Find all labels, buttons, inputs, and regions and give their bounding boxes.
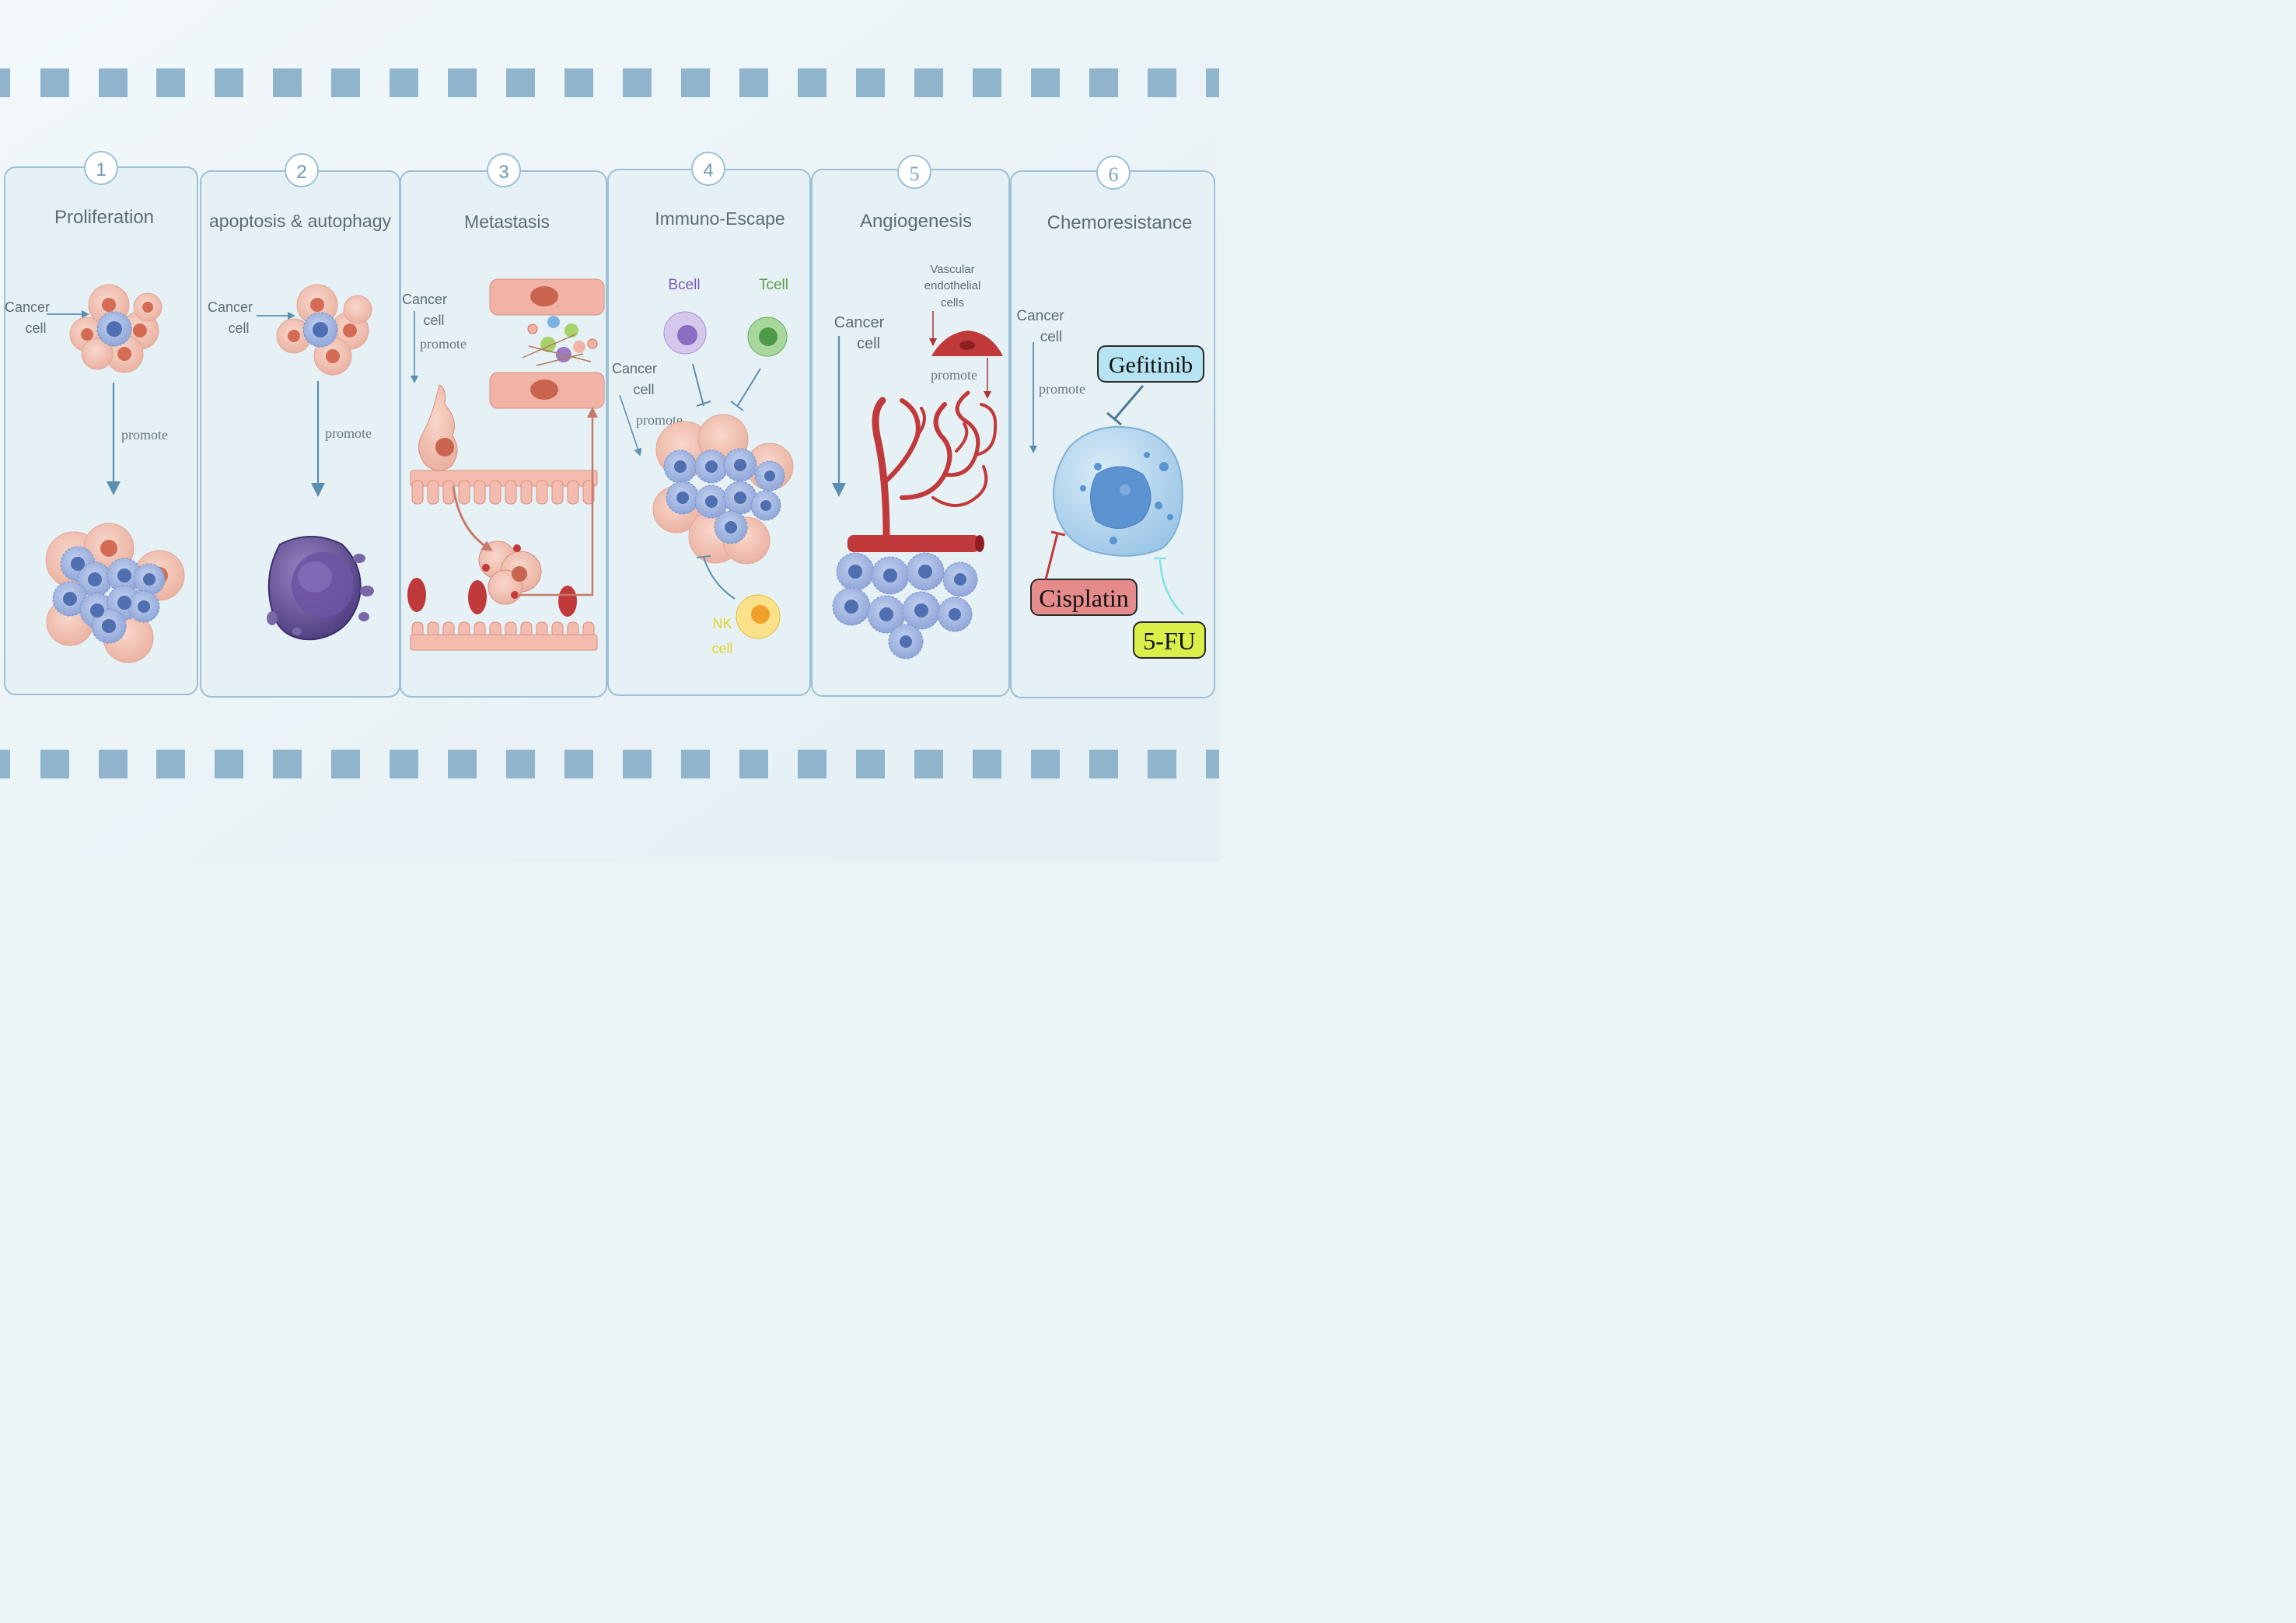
vascular-label: Vascular [930,263,974,276]
bcell-label: Bcell [668,277,700,293]
panel-number: 2 [296,162,306,183]
cisplatin-label: Cisplatin [1039,584,1129,612]
panel-chemoresistance: 6 Chemoresistance Cancer cell promote Ge… [1010,156,1215,698]
panel-number: 4 [703,160,713,181]
panel-number-badge [84,151,118,185]
main-blood-vessel [847,535,980,552]
red-blood-cell [468,580,487,614]
cancer-cell-label: Cancer [1016,308,1064,324]
red-blood-cell [558,586,577,617]
panel-number: 1 [96,159,106,180]
cancer-cell-label: cell [1040,329,1063,345]
panel-proliferation: 1 Proliferation Cancer cell promote [4,151,198,695]
tumor-cluster [832,552,978,659]
inhibit-line [730,368,761,411]
red-blood-cell [407,578,426,612]
promote-label: promote [420,336,467,352]
diagram-canvas: 1 Proliferation Cancer cell promote [0,0,1219,862]
endothelial-cell [931,331,1003,356]
tissue-layer [410,470,598,505]
panel-title: Immuno-Escape [655,208,785,229]
panel-number-badge [487,153,521,187]
panel-number-badge [1096,156,1131,190]
vessel-network [872,390,998,540]
tissue-layer [410,621,598,651]
nk-cell [736,594,781,639]
fu-box: 5-FU [1133,621,1206,659]
cancer-cell-label: cell [857,335,880,352]
cancer-cell-label: Cancer [5,299,50,315]
tumor-cluster [652,414,794,565]
small-cancer-cluster [69,284,163,373]
cancer-cell-label: Cancer [208,299,253,315]
metastasis-path-arrow [452,485,493,551]
panel-title: Metastasis [464,212,550,232]
small-cancer-cluster [276,284,372,376]
cisplatin-inhibit [1044,530,1066,580]
panel-title: Angiogenesis [860,211,972,232]
panel-angiogenesis: 5 Angiogenesis Vascular endothelial cell… [811,155,1010,697]
cancer-cell-label: cell [25,320,46,336]
panel-title: apoptosis & autophagy [209,211,392,231]
panel-metastasis: 3 Metastasis Cancer cell promote [400,153,607,698]
panel-title: Proliferation [54,207,154,228]
vascular-label: cells [941,296,964,310]
fu-inhibit [1154,557,1184,615]
cancer-cell-label: Cancer [402,292,447,307]
panel-immuno-escape: 4 Immuno-Escape Bcell Tcell Cancer cell … [607,152,811,696]
apoptotic-cell [267,536,374,641]
nk-cell-label: cell [711,641,732,656]
gefitinib-label: Gefitinib [1109,352,1193,378]
panel-title: Chemoresistance [1047,212,1193,233]
promote-label: promote [1039,381,1085,397]
cancer-cell-label: cell [633,382,654,397]
vascular-label: endothelial [924,279,981,292]
panel-number: 5 [910,163,920,185]
panel-number-badge [897,155,931,189]
cisplatin-box: Cisplatin [1030,579,1138,616]
panel-number-badge [285,153,319,187]
cancer-cell-label: Cancer [612,361,657,376]
panel-number-badge [691,152,725,186]
bcell [663,311,707,355]
cancer-cell-label: cell [228,320,249,336]
migrating-cancer-cell [418,384,458,471]
panel-number: 3 [498,162,508,183]
panel-apoptosis-autophagy: 2 apoptosis & autophagy Cancer cell prom… [200,153,400,698]
promote-label: promote [325,425,372,441]
inhibit-line [692,363,711,407]
tcell-label: Tcell [759,277,788,293]
fu-label: 5-FU [1143,627,1196,655]
nk-cell-label: NK [712,616,732,631]
resistant-cancer-cell [1053,425,1183,557]
gefitinib-inhibit [1106,385,1145,426]
metastatic-niche [522,316,598,366]
promote-label: promote [931,367,977,383]
promote-arrow [619,394,642,456]
top-stripe [0,68,1219,97]
gefitinib-box: Gefitinib [1097,345,1204,383]
bottom-stripe [0,750,1219,778]
inhibit-line [696,555,736,600]
large-cancer-cluster [45,523,185,663]
cancer-cell-label: cell [423,313,444,328]
panel-number: 6 [1109,163,1119,186]
promote-label: promote [121,427,168,442]
promote-label: promote [636,412,683,428]
tcell [747,317,788,357]
cancer-cell-label: Cancer [834,314,885,331]
metastasis-path-arrow [517,407,598,596]
